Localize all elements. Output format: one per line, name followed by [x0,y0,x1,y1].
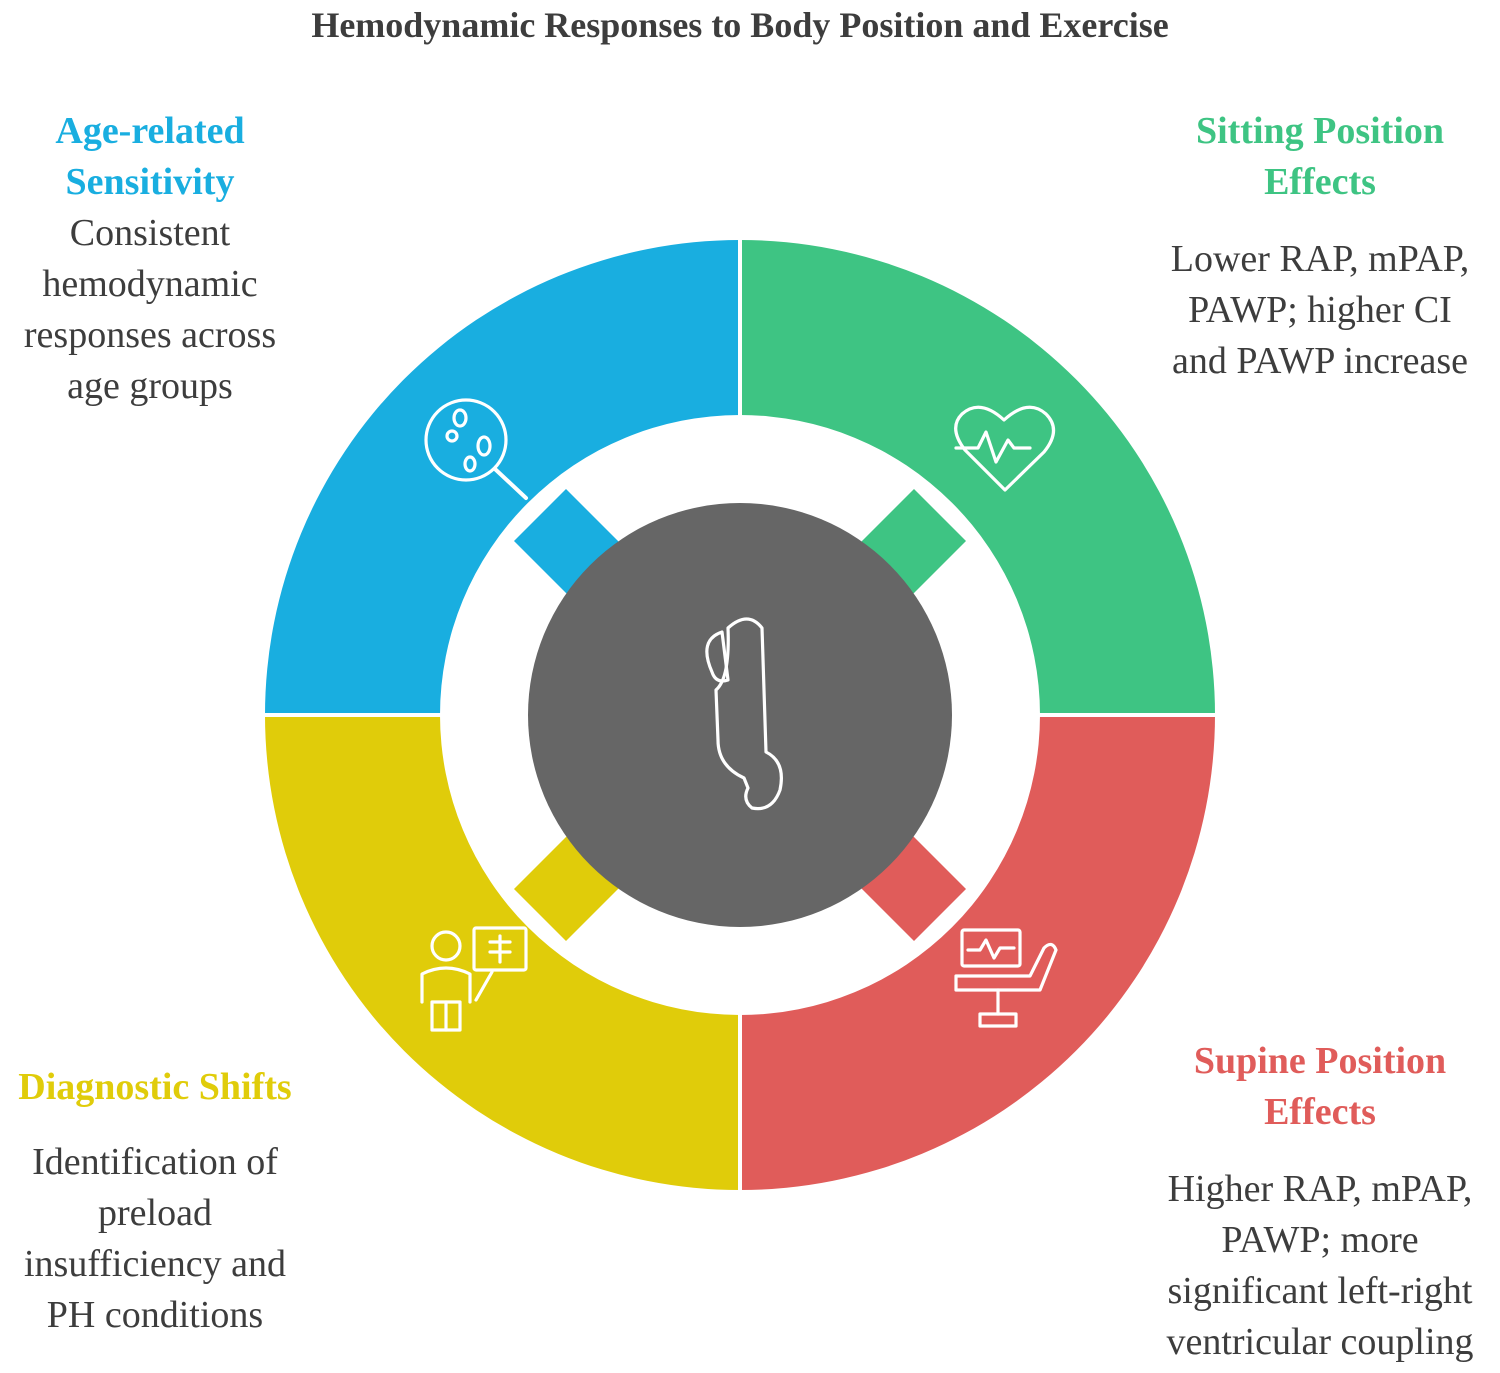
heart-pulse-icon [954,405,1056,492]
supine-effects-description: Higher RAP, mPAP, PAWP; more significant… [1140,1164,1500,1368]
heading-line: Age-related [55,110,245,152]
diagnostic-shifts-heading: Diagnostic Shifts [0,1062,310,1113]
heading-line: Diagnostic Shifts [18,1066,292,1108]
description-line: Identification of [32,1141,278,1183]
lying-body-icon [705,617,783,811]
segment-supine [740,715,1215,1190]
description-line: age groups [67,365,233,407]
doctor-xray-icon [420,926,528,1032]
sitting-effects-heading: Sitting Position Effects [1140,106,1500,208]
supine-effects-block: Supine Position Effects Higher RAP, mPAP… [1140,1036,1500,1368]
diagram-title: Hemodynamic Responses to Body Position a… [311,5,1169,45]
description-line: hemodynamic [42,263,258,305]
description-line: insufficiency and [23,1243,287,1285]
segment-sitting [740,240,1215,715]
sitting-effects-block: Sitting Position Effects Lower RAP, mPAP… [1140,106,1500,387]
heading-line: Supine Position [1193,1040,1447,1082]
description-line: Higher RAP, mPAP, [1167,1168,1473,1210]
description-line: responses across [23,314,277,356]
description-line: Lower RAP, mPAP, [1170,238,1470,280]
description-line: PAWP; more [1221,1219,1419,1261]
age-sensitivity-heading: Age-related Sensitivity [0,106,300,208]
heading-line: Effects [1264,1091,1376,1133]
center-hub [528,503,952,927]
heading-line: Sitting Position [1195,110,1445,152]
description-line: PAWP; higher CI [1188,289,1452,331]
medical-chair-monitor-icon [954,928,1058,1028]
diagnostic-shifts-description: Identification of preload insufficiency … [0,1137,310,1341]
description-line: PH conditions [46,1294,264,1336]
heading-line: Effects [1264,161,1376,203]
sitting-effects-description: Lower RAP, mPAP, PAWP; higher CI and PAW… [1140,234,1500,387]
magnifier-icon [424,398,528,500]
diagnostic-shifts-block: Diagnostic Shifts Identification of prel… [0,1062,310,1341]
description-line: significant left-right [1167,1270,1473,1312]
age-sensitivity-description: Consistent hemodynamic responses across … [0,208,300,412]
supine-effects-heading: Supine Position Effects [1140,1036,1500,1138]
description-line: ventricular coupling [1166,1321,1474,1363]
description-line: preload [98,1192,212,1234]
heading-line: Sensitivity [65,161,235,203]
age-sensitivity-block: Age-related Sensitivity Consistent hemod… [0,106,300,412]
description-line: Consistent [69,212,231,254]
description-line: and PAWP increase [1172,340,1468,382]
